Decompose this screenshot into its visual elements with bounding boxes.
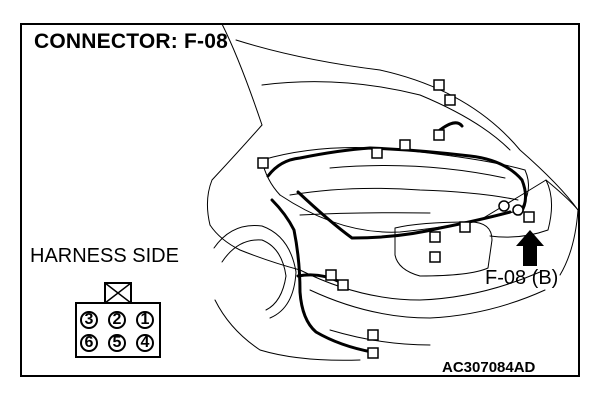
- connector-icon: [429, 231, 441, 243]
- body-lower: [214, 299, 361, 361]
- connector-icon: [337, 279, 349, 291]
- connector-icon: [371, 147, 383, 159]
- connector-icon: [257, 157, 269, 169]
- harness-side: [270, 198, 374, 354]
- connector-icon: [433, 129, 445, 141]
- roof-line: [221, 23, 263, 126]
- connector-icon: [325, 269, 337, 281]
- connector-icon: [433, 79, 445, 91]
- connector-icon: [512, 204, 524, 216]
- rear-window-inner: [261, 81, 511, 151]
- arrow-up-icon: [516, 230, 544, 266]
- harness-trunk-edge: [296, 190, 512, 240]
- connector-pin: 3: [80, 311, 98, 329]
- connector-icon: [498, 200, 510, 212]
- body-side: [209, 224, 301, 271]
- wheel-arch-outer: [213, 224, 297, 319]
- harness-upper-right: [438, 121, 464, 132]
- connector-pin: 1: [136, 311, 154, 329]
- connector-icon: [399, 139, 411, 151]
- connector-pin: 6: [80, 334, 98, 352]
- connector-icon: [367, 347, 379, 359]
- diagram-title: CONNECTOR: F-08: [34, 30, 228, 53]
- tail-lamp: [479, 179, 552, 238]
- connector-icon: [429, 251, 441, 263]
- license-plate-recess: [394, 221, 493, 277]
- wheel-arch-inner: [221, 239, 287, 311]
- connector-pin: 2: [108, 311, 126, 329]
- connector-pin: 4: [136, 334, 154, 352]
- rear-window-frame: [235, 39, 579, 211]
- c-pillar: [206, 124, 263, 226]
- rear-bumper: [299, 269, 541, 301]
- connector-icon: [367, 329, 379, 341]
- connector-housing: [75, 302, 161, 358]
- connector-callout-label: F-08 (B): [485, 267, 559, 289]
- connector-f08-icon: [523, 211, 535, 223]
- connector-icon: [444, 94, 456, 106]
- harness-main: [266, 146, 527, 216]
- harness-side-label: HARNESS SIDE: [30, 245, 179, 267]
- figure-code: AC307084AD: [442, 359, 536, 376]
- connector-icon: [459, 221, 471, 233]
- connector-pin: 5: [108, 334, 126, 352]
